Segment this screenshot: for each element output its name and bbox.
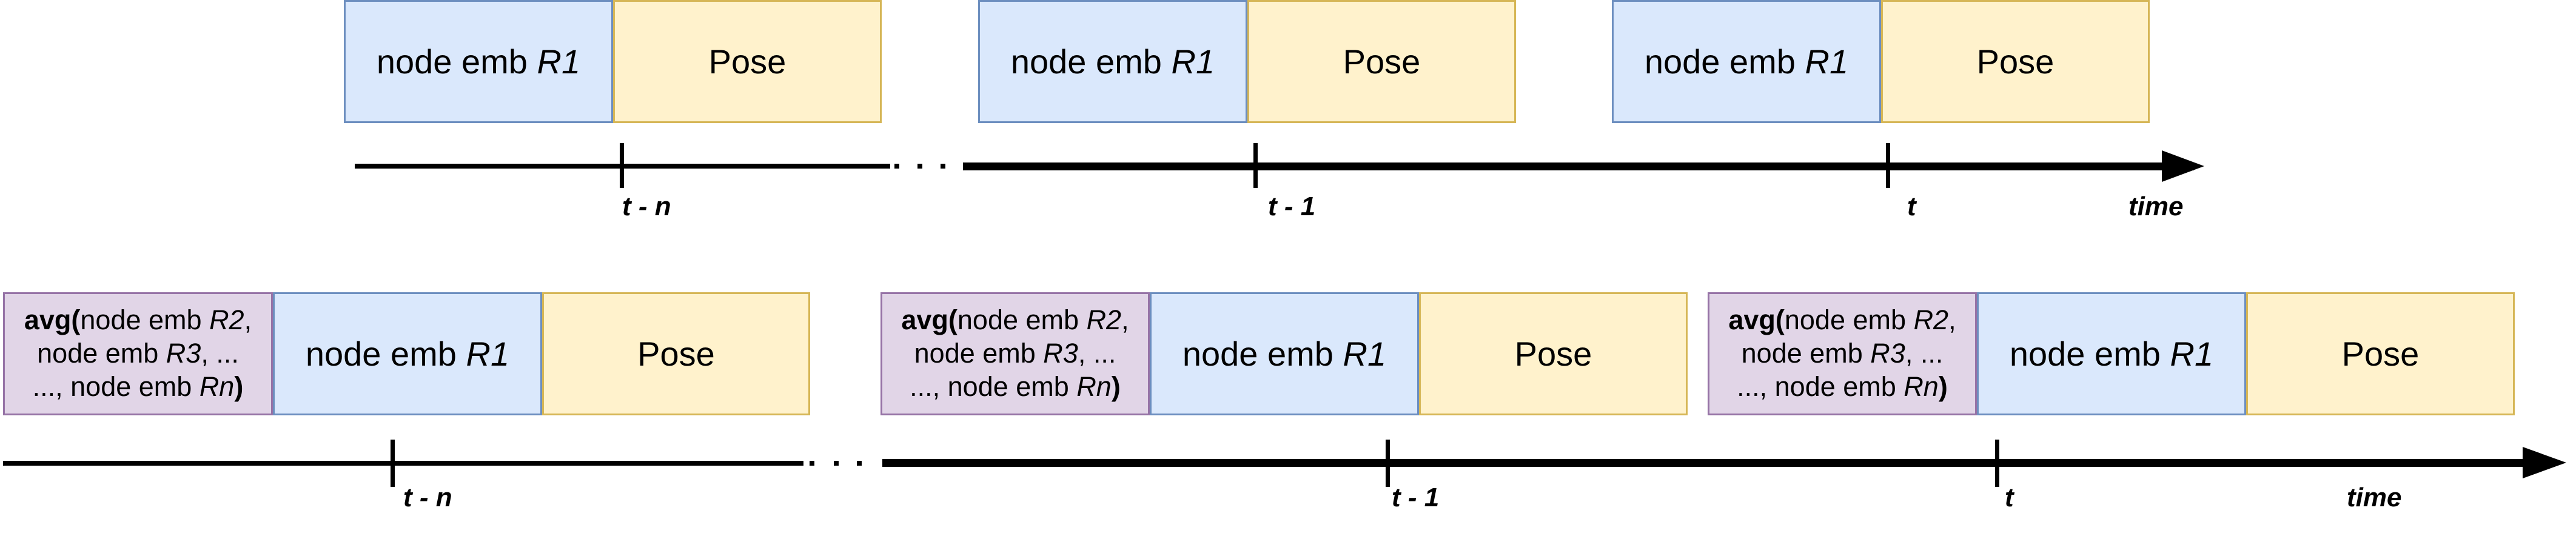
timeline-tick [1253, 143, 1258, 188]
timeline-segment [882, 459, 2541, 467]
avg-line-3: ..., node emb Rn) [1737, 370, 1948, 402]
pose-box: Pose [1247, 0, 1516, 123]
avg-line-1: avg(node emb R2, [1728, 304, 1956, 336]
tick-label: t - 1 [1392, 483, 1440, 512]
timeline-segment [963, 162, 2194, 170]
timeline-tick [1386, 440, 1390, 487]
average-embedding-box: avg(node emb R2, node emb R3, ... ..., n… [880, 292, 1150, 415]
dot [941, 164, 945, 169]
pose-box: Pose [1881, 0, 2150, 123]
avg-line-1: avg(node emb R2, [901, 304, 1129, 336]
node-embedding-box: node emb R1 [1977, 292, 2246, 415]
pose-label: Pose [1976, 42, 2054, 81]
avg-line-2: node emb R3, ... [1741, 338, 1944, 369]
pose-label: Pose [1514, 335, 1592, 373]
timeline-tick [1886, 143, 1890, 188]
dot [917, 164, 922, 169]
pose-box: Pose [1419, 292, 1688, 415]
tick-label: t - 1 [1268, 192, 1316, 221]
node-embedding-box: node emb R1 [1150, 292, 1419, 415]
timeline-segment [3, 461, 803, 466]
avg-line-1: avg(node emb R2, [24, 304, 252, 336]
axis-label: time [2347, 483, 2402, 512]
pose-label: Pose [637, 335, 715, 373]
embedding-label: node emb R1 [1010, 42, 1215, 81]
dot [894, 164, 899, 169]
pose-label: Pose [708, 42, 787, 81]
dot [834, 461, 839, 466]
embedding-label: node emb R1 [2009, 335, 2214, 373]
tick-label: t [2005, 483, 2014, 512]
node-embedding-box: node emb R1 [273, 292, 542, 415]
timeline-tick [620, 143, 624, 188]
axis-label: time [2128, 192, 2184, 221]
pose-box: Pose [542, 292, 810, 415]
average-embedding-box: avg(node emb R2, node emb R3, ... ..., n… [1708, 292, 1977, 415]
pose-box: Pose [613, 0, 882, 123]
tick-label: t - n [622, 192, 671, 221]
dot [810, 461, 814, 466]
avg-line-2: node emb R3, ... [37, 338, 239, 369]
avg-line-3: ..., node emb Rn) [32, 370, 244, 402]
timeline-tick [1995, 440, 1999, 487]
pose-label: Pose [2341, 335, 2420, 373]
arrowhead-icon [2162, 150, 2204, 182]
tick-label: t [1907, 192, 1916, 221]
embedding-label: node emb R1 [1644, 42, 1849, 81]
dot [857, 461, 862, 466]
timeline-tick [391, 440, 395, 487]
embedding-label: node emb R1 [305, 335, 510, 373]
node-embedding-box: node emb R1 [1612, 0, 1881, 123]
average-embedding-box: avg(node emb R2, node emb R3, ... ..., n… [3, 292, 273, 415]
pose-box: Pose [2246, 292, 2515, 415]
embedding-label: node emb R1 [376, 42, 581, 81]
arrowhead-icon [2523, 447, 2566, 478]
avg-line-2: node emb R3, ... [914, 338, 1116, 369]
avg-line-3: ..., node emb Rn) [910, 370, 1121, 402]
tick-label: t - n [403, 483, 452, 512]
embedding-label: node emb R1 [1182, 335, 1387, 373]
node-embedding-box: node emb R1 [344, 0, 613, 123]
pose-label: Pose [1343, 42, 1421, 81]
node-embedding-box: node emb R1 [978, 0, 1247, 123]
